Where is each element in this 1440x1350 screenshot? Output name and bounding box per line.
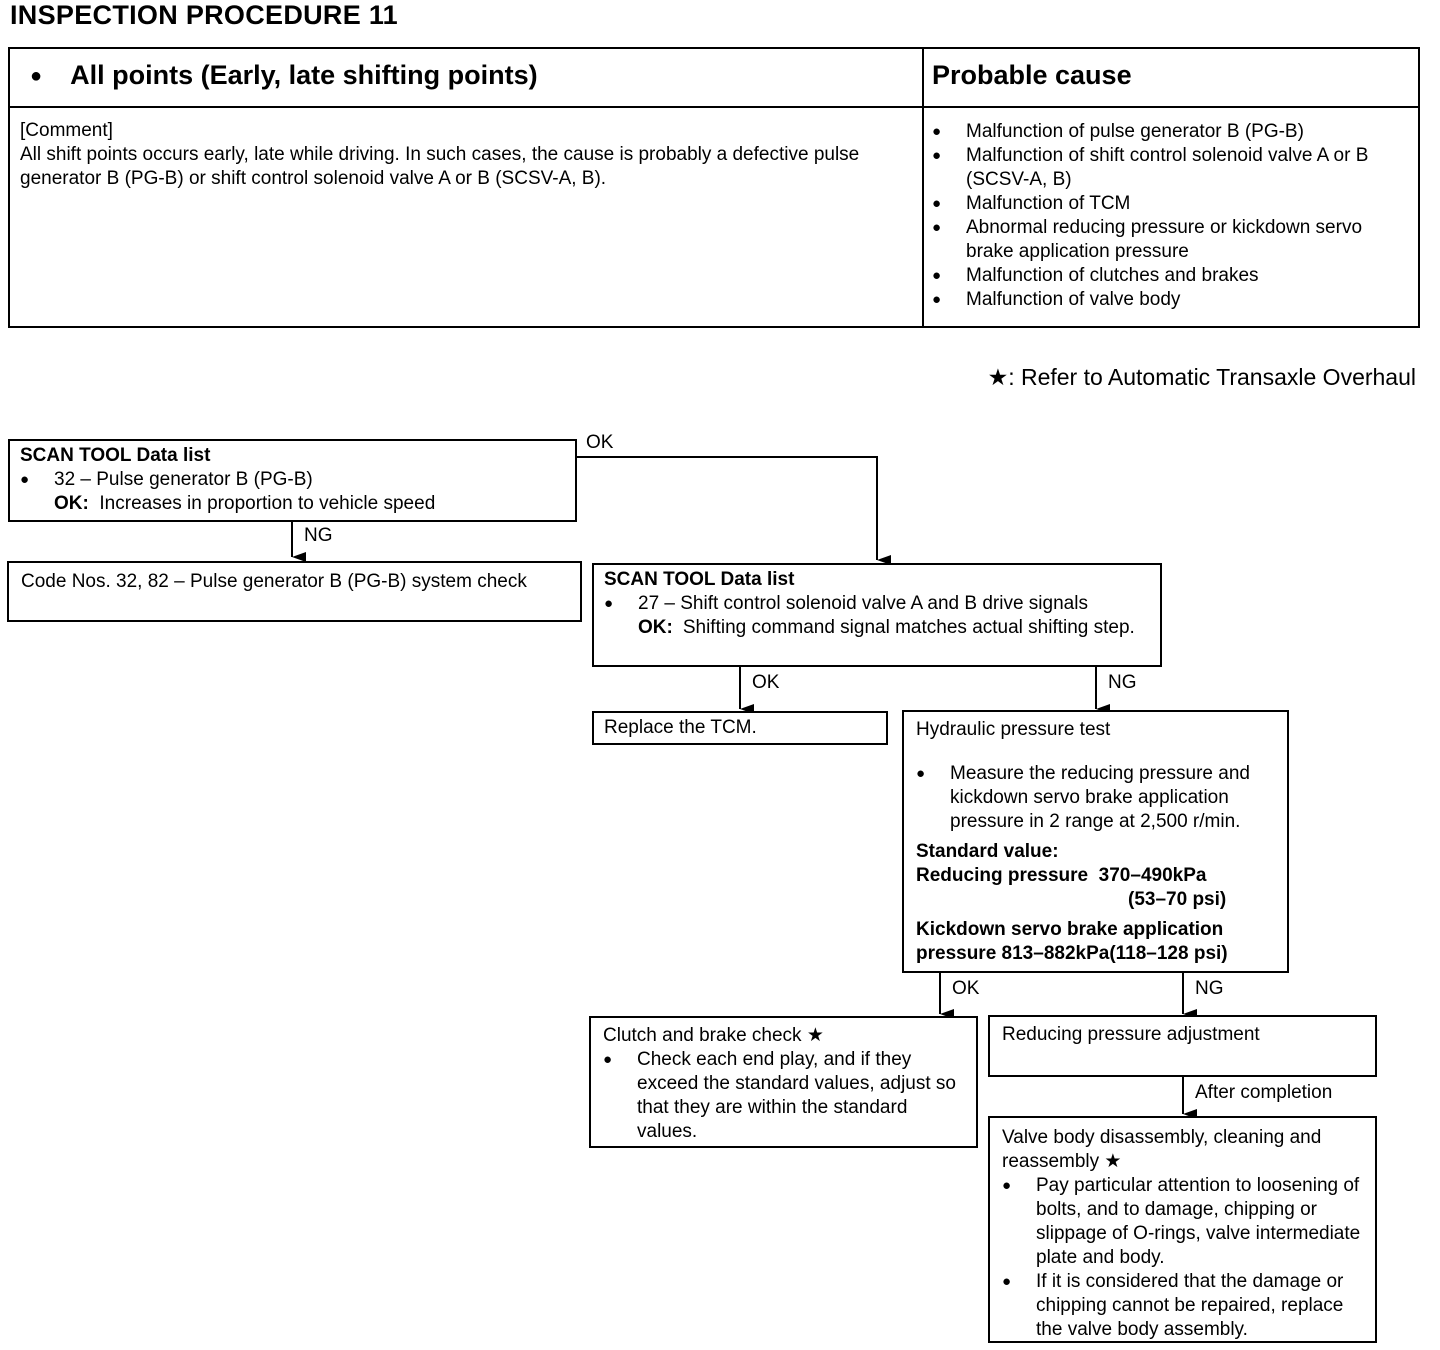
pg-b-system-check-box: Code Nos. 32, 82 – Pulse generator B (PG…	[7, 561, 582, 622]
replace-tcm-box: Replace the TCM.	[592, 711, 888, 745]
bullet-icon: ●	[30, 65, 43, 88]
comment-text: All shift points occurs early, late whil…	[20, 144, 860, 189]
cause-item: Malfunction of clutches and brakes	[932, 264, 1410, 288]
pg-b-system-check-text: Code Nos. 32, 82 – Pulse generator B (PG…	[21, 571, 527, 592]
label-ng: NG	[1195, 978, 1224, 999]
hydraulic-title: Hydraulic pressure test	[916, 719, 1111, 740]
cause-item: Malfunction of TCM	[932, 192, 1410, 216]
label-ok: OK	[586, 432, 614, 453]
cause-item: Malfunction of valve body	[932, 288, 1410, 312]
label-ok: OK	[952, 978, 980, 999]
causes-list: Malfunction of pulse generator B (PG-B) …	[932, 120, 1410, 312]
hydraulic-item: Measure the reducing pressure and kickdo…	[916, 762, 1275, 834]
comment-label: [Comment]	[20, 120, 113, 141]
replace-tcm-text: Replace the TCM.	[604, 717, 757, 738]
step2-scan-tool-box: SCAN TOOL Data list 27 – Shift control s…	[592, 563, 1162, 667]
arrow-step1-ok	[576, 456, 891, 565]
cause-item: Malfunction of shift control solenoid va…	[932, 144, 1410, 192]
hydraulic-pressure-test-box: Hydraulic pressure test Measure the redu…	[902, 710, 1289, 973]
reducing-pressure-row: Reducing pressure 370–490kPa	[916, 865, 1207, 886]
table-column-divider	[922, 47, 924, 328]
valve-body-item2: If it is considered that the damage or c…	[1002, 1270, 1363, 1342]
step2-ok: OK:Shifting command signal matches actua…	[638, 617, 1135, 638]
cause-item: Malfunction of pulse generator B (PG-B)	[932, 120, 1410, 144]
label-ng: NG	[304, 525, 333, 546]
clutch-title: Clutch and brake check ★	[603, 1025, 824, 1046]
overhaul-note: ★: Refer to Automatic Transaxle Overhaul	[987, 364, 1416, 390]
step1-item: 32 – Pulse generator B (PG-B)	[20, 468, 565, 492]
reducing-pressure-adjustment-box: Reducing pressure adjustment	[988, 1015, 1377, 1077]
kickdown-line1: Kickdown servo brake application	[916, 919, 1224, 940]
comment-cell: [Comment] All shift points occurs early,…	[20, 119, 915, 191]
step2-title: SCAN TOOL Data list	[604, 569, 795, 590]
step2-item: 27 – Shift control solenoid valve A and …	[604, 592, 1150, 616]
label-after-completion: After completion	[1195, 1082, 1333, 1103]
symptom-header: ●All points (Early, late shifting points…	[30, 60, 538, 90]
standard-value-label: Standard value:	[916, 841, 1059, 862]
valve-body-box: Valve body disassembly, cleaning and rea…	[988, 1116, 1377, 1343]
reducing-pressure-psi: (53–70 psi)	[1128, 889, 1227, 910]
reducing-adjustment-text: Reducing pressure adjustment	[1002, 1024, 1260, 1045]
clutch-item: Check each end play, and if they exceed …	[603, 1048, 964, 1144]
step1-ok: OK: Increases in proportion to vehicle s…	[54, 493, 436, 514]
step1-title: SCAN TOOL Data list	[20, 445, 211, 466]
label-ok: OK	[752, 672, 780, 693]
page-title: INSPECTION PROCEDURE 11	[10, 0, 398, 30]
cause-item: Abnormal reducing pressure or kickdown s…	[932, 216, 1410, 264]
clutch-brake-check-box: Clutch and brake check ★ Check each end …	[589, 1016, 978, 1148]
table-row-divider	[8, 106, 1420, 108]
kickdown-line2: pressure 813–882kPa(118–128 psi)	[916, 943, 1228, 964]
probable-cause-header: Probable cause	[932, 60, 1132, 90]
valve-body-item1: Pay particular attention to loosening of…	[1002, 1174, 1363, 1270]
label-ng: NG	[1108, 672, 1137, 693]
valve-body-title: Valve body disassembly, cleaning and rea…	[1002, 1127, 1322, 1172]
step1-scan-tool-box: SCAN TOOL Data list 32 – Pulse generator…	[8, 439, 577, 522]
